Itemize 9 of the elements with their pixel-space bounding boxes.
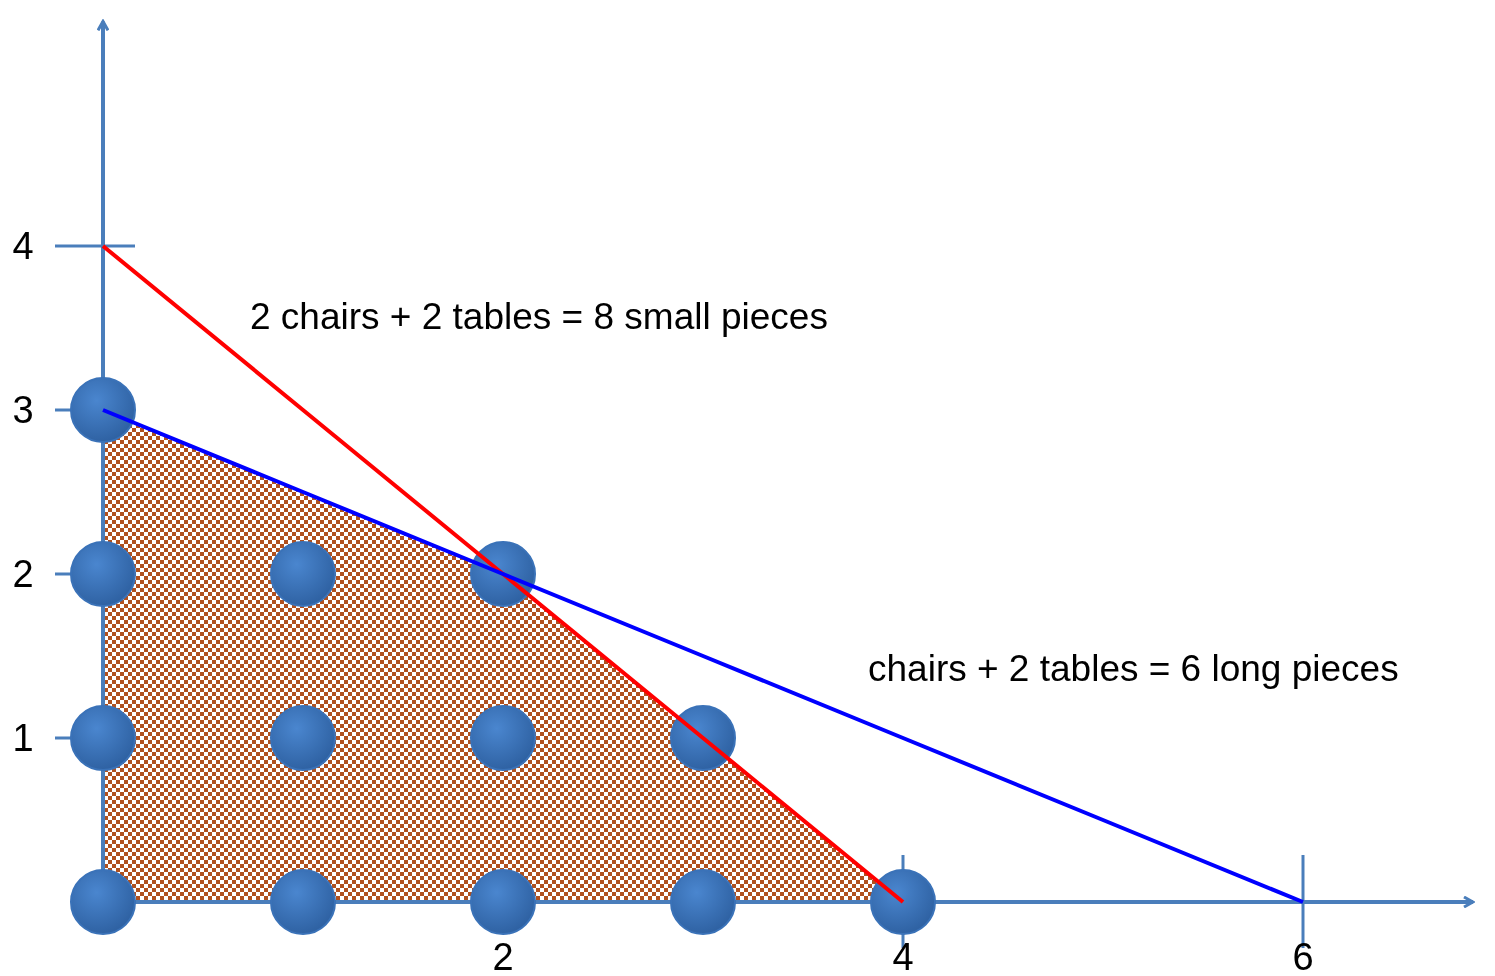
equation-label: chairs + 2 tables = 6 long pieces: [868, 650, 1399, 687]
tick-label: 3: [11, 391, 35, 429]
tick-label: 2: [11, 555, 35, 593]
tick-label: 6: [1291, 938, 1315, 976]
tick-label: 4: [891, 938, 915, 976]
tick-label: 1: [11, 719, 35, 757]
tick-label: 4: [11, 227, 35, 265]
equation-label: 2 chairs + 2 tables = 8 small pieces: [250, 298, 828, 335]
tick-label: 2: [491, 938, 515, 976]
